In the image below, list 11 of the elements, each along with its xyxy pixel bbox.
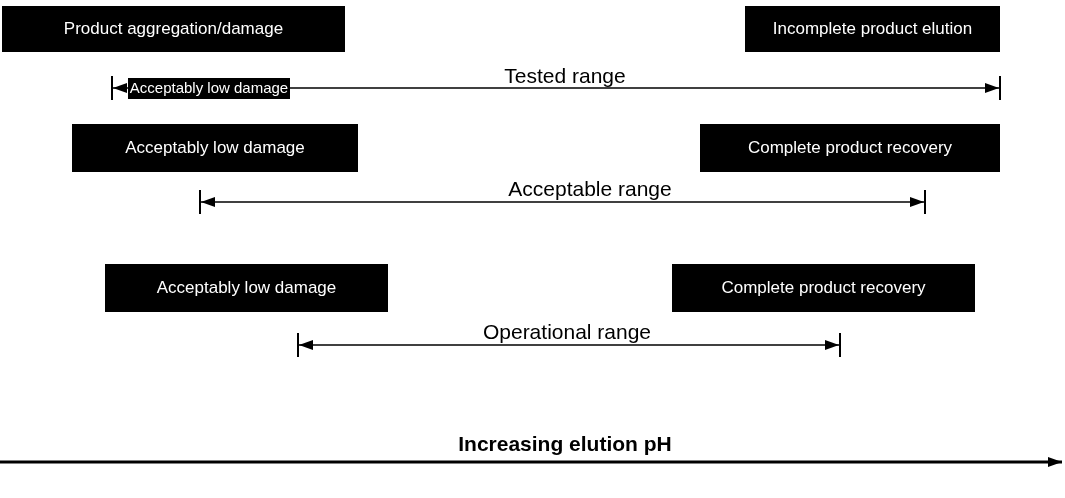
label-box: Complete product recovery [672,264,975,312]
label-box: Acceptably low damage [72,124,358,172]
label-box: Incomplete product elution [745,6,1000,52]
label-box: Acceptably low damage [128,78,290,99]
axis-label: Increasing elution pH [458,431,672,457]
label-box: Product aggregation/damage [2,6,345,52]
label-box: Acceptably low damage [105,264,388,312]
range-label: Operational range [482,319,652,345]
range-label: Tested range [504,63,626,89]
range-label: Acceptable range [508,176,672,202]
label-box: Complete product recovery [700,124,1000,172]
